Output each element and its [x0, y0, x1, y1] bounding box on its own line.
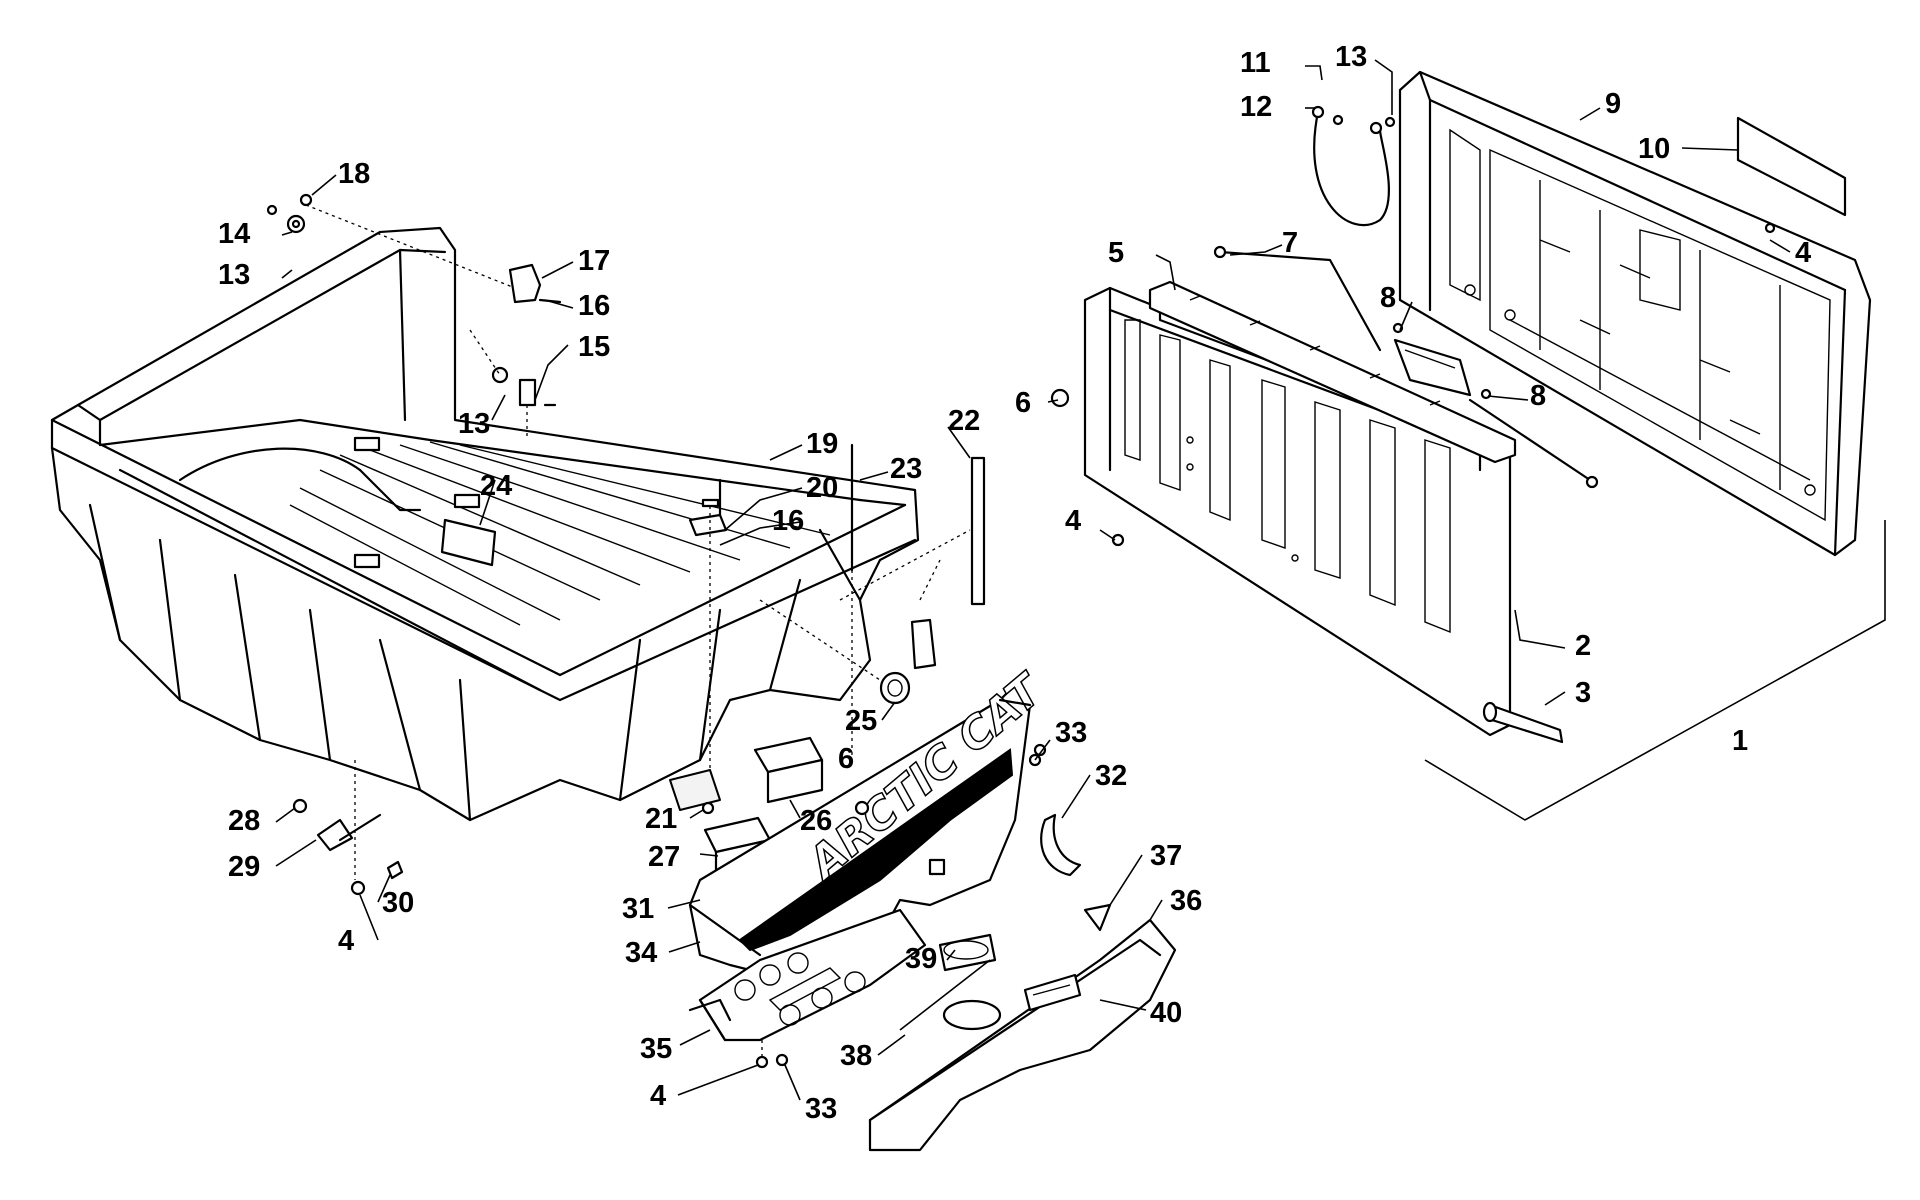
callout-35: 35	[640, 1033, 672, 1065]
leader-lines	[275, 59, 1791, 1101]
cargo-box	[50, 226, 920, 822]
callout-36: 36	[1170, 885, 1202, 917]
callout-6-rear: 6	[838, 743, 854, 775]
callout-2: 2	[1575, 630, 1591, 662]
callout-4-tailgate: 4	[1795, 237, 1811, 269]
callout-34: 34	[625, 937, 657, 969]
callout-19: 19	[806, 428, 838, 460]
callout-27: 27	[648, 841, 680, 873]
callout-10: 10	[1638, 133, 1670, 165]
tailgate-cable	[1311, 105, 1396, 227]
callout-7: 7	[1282, 227, 1298, 259]
callout-4-skid: 4	[650, 1080, 666, 1112]
callout-33-lower: 33	[805, 1093, 837, 1125]
rear-bumper-cover	[868, 903, 1177, 1152]
callout-29: 29	[228, 851, 260, 883]
callout-16-upper: 16	[578, 290, 610, 322]
callout-18: 18	[338, 158, 370, 190]
callout-39: 39	[905, 943, 937, 975]
callout-30: 30	[382, 887, 414, 919]
tailgate-outer	[1398, 70, 1872, 557]
callout-12: 12	[1240, 91, 1272, 123]
callout-40: 40	[1150, 997, 1182, 1029]
callout-21: 21	[645, 803, 677, 835]
callout-24: 24	[480, 470, 512, 502]
callout-26: 26	[800, 805, 832, 837]
callout-25: 25	[845, 705, 877, 737]
callout-22: 22	[948, 405, 980, 437]
callout-11: 11	[1240, 47, 1271, 79]
callout-13-upper: 13	[218, 259, 250, 291]
callout-13-lower: 13	[458, 408, 490, 440]
reinforcement-bar	[1050, 280, 1517, 547]
callout-labels: 1 2 3 4 4 4 4 5 6 6 7 8 8 9 10 11 12 13 …	[218, 41, 1811, 1125]
callout-4-box: 4	[338, 925, 354, 957]
callout-32: 32	[1095, 760, 1127, 792]
callout-14: 14	[218, 218, 250, 250]
assembly-bracket	[1424, 520, 1886, 821]
callout-33-upper: 33	[1055, 717, 1087, 749]
trim-strip-32	[1028, 753, 1082, 877]
hinge-hardware-left	[292, 760, 404, 896]
callout-23: 23	[890, 453, 922, 485]
callout-8-upper: 8	[1380, 282, 1396, 314]
latch-hardware-left	[266, 193, 562, 440]
mount-hardware-center	[669, 443, 986, 815]
callout-28: 28	[228, 805, 260, 837]
callout-17: 17	[578, 245, 610, 277]
callout-20: 20	[806, 472, 838, 504]
decal-10	[1736, 116, 1847, 217]
callout-8-lower: 8	[1530, 380, 1546, 412]
skid-plate	[688, 908, 927, 1069]
callout-37: 37	[1150, 840, 1182, 872]
callout-31: 31	[622, 893, 654, 925]
callout-16-center: 16	[772, 505, 804, 537]
callout-4-panel: 4	[1065, 505, 1081, 537]
callout-38: 38	[840, 1040, 872, 1072]
latch-mechanism	[1213, 245, 1599, 489]
callout-3: 3	[1575, 677, 1591, 709]
callout-6-panel: 6	[1015, 387, 1031, 419]
callout-5: 5	[1108, 237, 1124, 269]
callout-1: 1	[1732, 725, 1748, 757]
callout-9: 9	[1605, 88, 1621, 120]
callout-13-tailgate: 13	[1335, 41, 1367, 73]
callout-15: 15	[578, 331, 610, 363]
